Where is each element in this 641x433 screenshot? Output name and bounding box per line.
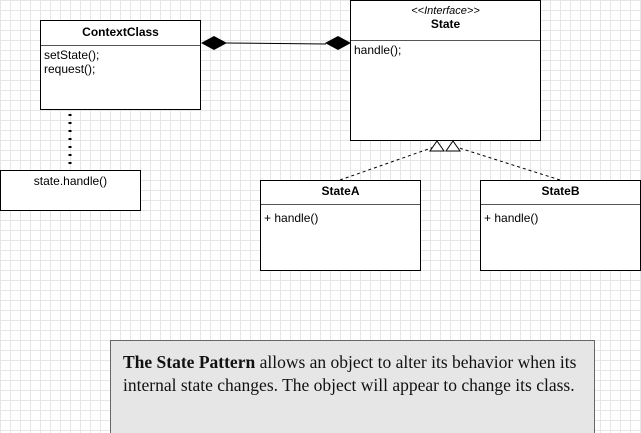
state-a-methods: + handle() [261,205,420,227]
state-b-method: + handle() [484,211,539,225]
state-interface-header: <<Interface>> State [351,1,540,41]
description-panel: The State Pattern allows an object to al… [110,340,595,433]
composition-line [225,42,327,45]
description-title: The State Pattern [123,352,256,372]
composition-diamond-right [325,36,351,50]
state-a-box[interactable]: StateA + handle() [260,180,421,271]
state-a-name: StateA [261,181,420,205]
state-interface-name: State [430,17,461,31]
context-class-method: request(); [44,62,96,76]
context-class-methods: setState(); request(); [41,46,200,78]
context-class-name: ContextClass [41,21,200,46]
context-class-method: setState(); [44,48,100,62]
state-b-methods: + handle() [481,205,640,227]
context-class-box[interactable]: ContextClass setState(); request(); [40,20,201,110]
realization-line-b [452,145,561,181]
state-a-method: + handle() [264,211,319,225]
state-interface-stereotype: <<Interface>> [411,5,480,17]
state-interface-box[interactable]: <<Interface>> State handle(); [350,0,541,141]
description-text: allows an object to alter its behavior w… [123,352,577,395]
composition-diamond-left [201,36,227,50]
realization-arrowhead-a [429,140,445,152]
state-interface-method: handle(); [354,43,402,57]
realization-arrowhead-b [445,140,461,152]
note-box[interactable]: state.handle() [0,170,141,211]
state-b-box[interactable]: StateB + handle() [480,180,641,271]
state-b-name: StateB [481,181,640,205]
note-text: state.handle() [33,174,108,188]
state-interface-methods: handle(); [351,41,540,59]
realization-line-a [339,145,438,181]
